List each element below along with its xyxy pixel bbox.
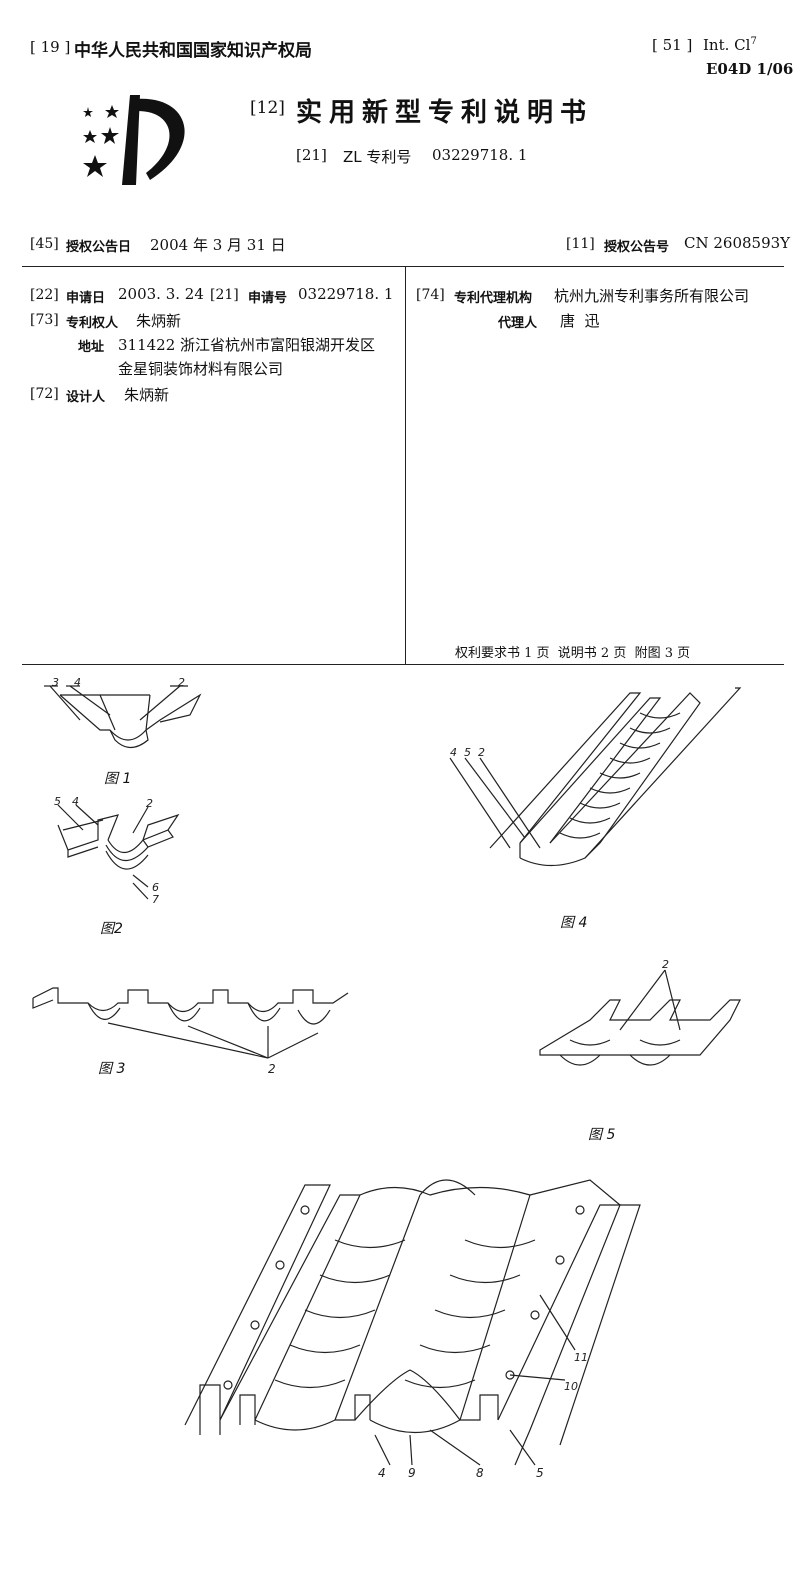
patent-no-label: ZL 专利号 [343, 148, 412, 166]
fig1-caption: 图 1 [104, 771, 132, 787]
fig5-caption: 图 5 [588, 1127, 616, 1143]
fig2-label-7: 7 [152, 893, 159, 906]
designer: 朱炳新 [124, 386, 170, 404]
fig6-label-10: 10 [564, 1380, 578, 1393]
app-no-label: 申请号 [248, 291, 288, 306]
fig6-label-5: 5 [536, 1466, 544, 1480]
agency: 杭州九洲专利事务所有限公司 [554, 287, 750, 305]
fig1-label-4: 4 [74, 676, 81, 689]
bottom-divider [22, 664, 784, 665]
patentee: 朱炳新 [136, 312, 182, 330]
figure-3-drawing: 2 [32, 987, 349, 1076]
class-code: [ 51 ] [652, 36, 693, 54]
pages-note: 权利要求书 1 页 说明书 2 页 附图 3 页 [455, 646, 691, 661]
fig6-label-11: 11 [574, 1351, 588, 1364]
filing-date-code: [22] [30, 287, 59, 303]
address-label: 地址 [78, 340, 105, 355]
patentee-label: 专利权人 [66, 316, 119, 331]
office-code: [ 19 ] [30, 38, 71, 56]
figure-1-drawing: 3 4 2 [44, 676, 202, 749]
grant-no-code: [11] [566, 236, 595, 252]
class-value: E04D 1/06 [706, 60, 794, 78]
grant-no: CN 2608593Y [684, 234, 791, 252]
fig3-caption: 图 3 [98, 1061, 126, 1077]
cnipa-logo-icon [83, 95, 185, 185]
agent: 唐 迅 [560, 312, 600, 330]
filing-date-label: 申请日 [66, 291, 106, 306]
figure-2-drawing: 5 4 2 6 7 [54, 795, 180, 906]
patent-no-code: [21] [296, 146, 327, 164]
fig6-label-8: 8 [476, 1466, 484, 1480]
fig5-label-2: 2 [662, 958, 669, 971]
class-label: Int. Cl7 [703, 36, 757, 54]
grant-date-code: [45] [30, 236, 59, 252]
designer-label: 设计人 [66, 390, 106, 405]
fig1-label-2: 2 [178, 676, 185, 689]
doc-type-title: 实用新型专利说明书 [296, 98, 594, 128]
figure-6-drawing: 11 10 4 9 8 5 [184, 1179, 641, 1480]
fig4-label-5: 5 [464, 746, 471, 759]
designer-code: [72] [30, 386, 59, 402]
figure-4-drawing: 4 5 2 [449, 687, 742, 867]
fig2-caption: 图2 [100, 921, 123, 937]
office-name: 中华人民共和国国家知识产权局 [74, 41, 312, 61]
grant-no-label: 授权公告号 [604, 240, 670, 255]
fig2-label-4: 4 [72, 795, 79, 808]
patent-no: 03229718. 1 [432, 146, 528, 164]
fig6-label-4: 4 [378, 1466, 386, 1480]
fig4-label-4: 4 [450, 746, 457, 759]
center-divider [405, 266, 406, 664]
fig4-caption: 图 4 [560, 915, 588, 931]
address-line2: 金星铜装饰材料有限公司 [118, 360, 284, 378]
app-no: 03229718. 1 [298, 285, 394, 303]
app-no-code: [21] [210, 287, 239, 303]
top-divider [22, 266, 784, 267]
fig6-label-9: 9 [408, 1466, 416, 1480]
fig3-label-2: 2 [268, 1062, 276, 1076]
fig2-label-2: 2 [146, 797, 153, 810]
patentee-code: [73] [30, 312, 59, 328]
grant-date-label: 授权公告日 [66, 240, 132, 255]
agency-code: [74] [416, 287, 445, 303]
fig1-label-3: 3 [52, 676, 59, 689]
figure-5-drawing: 2 [539, 958, 741, 1066]
grant-date: 2004 年 3 月 31 日 [150, 236, 286, 254]
fig4-label-2: 2 [478, 746, 485, 759]
address-line1: 311422 浙江省杭州市富阳银湖开发区 [118, 336, 376, 354]
agent-label: 代理人 [498, 316, 538, 331]
fig2-label-5: 5 [54, 795, 61, 808]
agency-label: 专利代理机构 [454, 291, 533, 306]
filing-date: 2003. 3. 24 [118, 285, 204, 303]
fig2-label-6: 6 [152, 881, 159, 894]
doc-type-code: [12] [250, 98, 285, 118]
